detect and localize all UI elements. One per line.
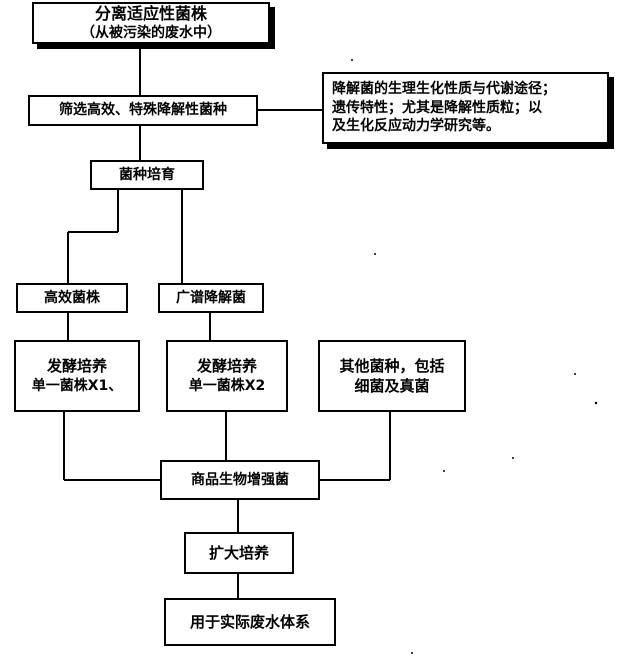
screen-strain-box: 筛选高效、特殊降解性菌种 [28, 95, 258, 126]
apply-wastewater-box: 用于实际废水体系 [164, 598, 336, 646]
commercial-bioaugmentation-box: 商品生物增强菌 [160, 460, 320, 500]
ferm2-line2: 单一菌株X2 [188, 377, 266, 394]
apply-label: 用于实际废水体系 [189, 612, 310, 631]
ferm2-line1: 发酵培养 [196, 357, 257, 376]
ferm1-line2: 单一菌株X1、 [31, 377, 123, 394]
screen-label: 筛选高效、特殊降解性菌种 [59, 102, 227, 119]
high-efficiency-label: 高效菌株 [44, 289, 100, 306]
broad-spectrum-label: 广谱降解菌 [176, 289, 246, 306]
isolate-line2: （从被污染的废水中） [81, 25, 221, 42]
scale-up-box: 扩大培养 [184, 532, 294, 574]
other-line1: 其他菌种，包括 [339, 356, 445, 375]
research-line1: 降解菌的生理生化性质与代谢途径； [332, 80, 556, 97]
breeding-box: 菌种培育 [90, 160, 204, 190]
breeding-label: 菌种培育 [119, 166, 175, 183]
research-line3: 及生化反应动力学研究等。 [332, 118, 500, 135]
fermentation-x2-box: 发酵培养 单一菌株X2 [166, 340, 288, 412]
other-strains-box: 其他菌种，包括 细菌及真菌 [318, 340, 466, 412]
research-box: 降解菌的生理生化性质与代谢途径； 遗传特性；尤其是降解性质粒；以 及生化反应动力… [322, 72, 609, 144]
research-line2: 遗传特性；尤其是降解性质粒；以 [332, 99, 542, 116]
isolate-line1: 分离适应性菌株 [94, 3, 207, 23]
commercial-label: 商品生物增强菌 [191, 471, 289, 488]
other-line2: 细菌及真菌 [354, 377, 430, 395]
high-efficiency-strain-box: 高效菌株 [16, 283, 128, 313]
isolate-strain-box: 分离适应性菌株 （从被污染的废水中） [32, 2, 270, 44]
ferm1-line1: 发酵培养 [46, 357, 107, 376]
broad-spectrum-box: 广谱降解菌 [158, 283, 264, 313]
fermentation-x1-box: 发酵培养 单一菌株X1、 [14, 340, 140, 412]
speckles [351, 59, 598, 654]
scaleup-label: 扩大培养 [208, 543, 269, 562]
